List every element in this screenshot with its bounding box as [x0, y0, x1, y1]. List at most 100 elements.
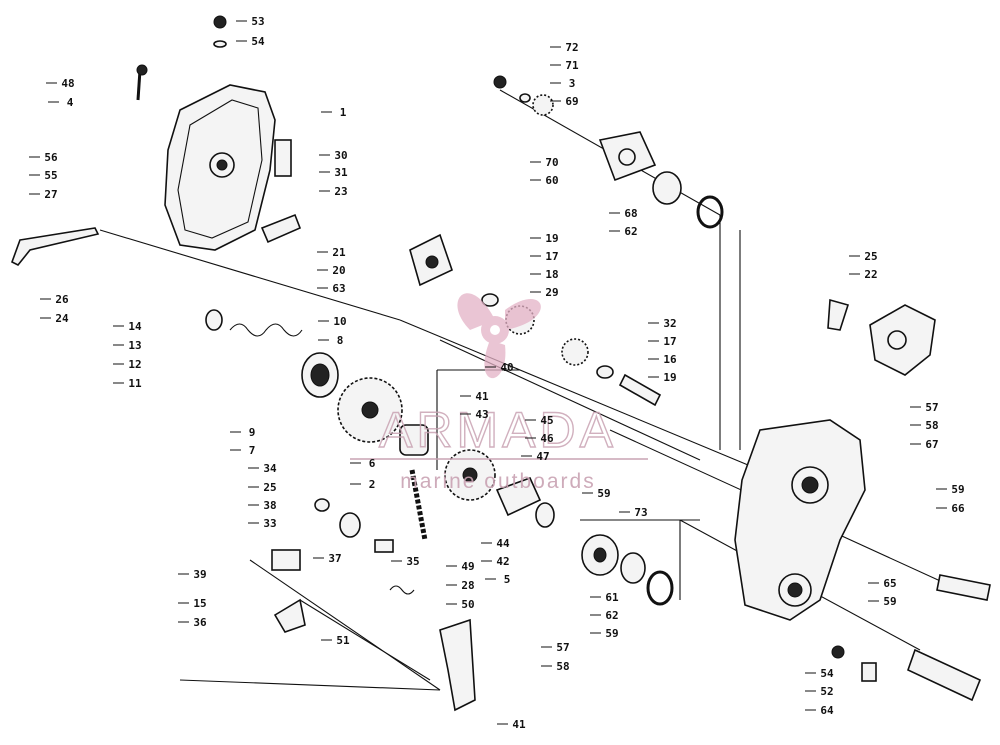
- callout-49: 49: [461, 560, 474, 573]
- callout-56: 56: [44, 151, 58, 164]
- callout-62: 62: [605, 609, 618, 622]
- callout-58: 58: [925, 419, 938, 432]
- callout-3: 3: [569, 77, 576, 90]
- callout-71: 71: [565, 59, 579, 72]
- callout-30: 30: [334, 149, 347, 162]
- callout-44: 44: [496, 537, 510, 550]
- callout-17: 17: [545, 250, 558, 263]
- tensioner-33: [314, 498, 394, 553]
- callout-57: 57: [556, 641, 569, 654]
- callout-45: 45: [540, 414, 553, 427]
- callout-6: 6: [369, 457, 376, 470]
- callout-4: 4: [67, 96, 74, 109]
- callout-25: 25: [864, 250, 877, 263]
- callout-53: 53: [251, 15, 264, 28]
- clamp-36: [273, 598, 306, 633]
- callout-50: 50: [461, 598, 474, 611]
- callout-19: 19: [663, 371, 676, 384]
- callout-40: 40: [500, 361, 513, 374]
- callout-64: 64: [820, 704, 834, 717]
- callout-24: 24: [55, 312, 69, 325]
- callout-22: 22: [864, 268, 877, 281]
- sprocket-6: [399, 424, 429, 456]
- propeller-logo: [457, 293, 541, 379]
- callout-59: 59: [951, 483, 964, 496]
- callout-19: 19: [545, 232, 558, 245]
- callout-52: 52: [820, 685, 833, 698]
- bearing-61: [620, 552, 646, 584]
- callout-5: 5: [504, 573, 511, 586]
- callout-36: 36: [193, 616, 207, 629]
- callout-27: 27: [44, 188, 57, 201]
- callout-51: 51: [336, 634, 350, 647]
- sprocket-32: [561, 338, 614, 379]
- callout-41: 41: [512, 718, 526, 731]
- callout-8: 8: [337, 334, 344, 347]
- callout-31: 31: [334, 166, 348, 179]
- callout-59: 59: [605, 627, 618, 640]
- shaft-end-lower: [907, 648, 982, 702]
- callout-43: 43: [475, 408, 488, 421]
- shaft-16: [618, 373, 662, 407]
- callout-61: 61: [605, 591, 619, 604]
- shaft-end-upper: [936, 574, 991, 601]
- callout-21: 21: [332, 246, 346, 259]
- bolt-48: [136, 64, 148, 101]
- bearing-8: [301, 352, 339, 398]
- callout-67: 67: [925, 438, 938, 451]
- callout-9: 9: [249, 426, 256, 439]
- bracket-23: [260, 213, 302, 244]
- callout-48: 48: [61, 77, 74, 90]
- callout-68: 68: [624, 207, 637, 220]
- main-chaincase-housing: [734, 419, 866, 621]
- callout-66: 66: [951, 502, 965, 515]
- callout-15: 15: [193, 597, 206, 610]
- callout-25: 25: [263, 481, 276, 494]
- callout-58: 58: [556, 660, 569, 673]
- callout-39: 39: [193, 568, 206, 581]
- bolt-52: [831, 645, 877, 682]
- callout-14: 14: [128, 320, 142, 333]
- callout-23: 23: [334, 185, 347, 198]
- callout-34: 34: [263, 462, 277, 475]
- flange-5: [581, 534, 619, 576]
- callout-32: 32: [663, 317, 676, 330]
- callout-17: 17: [663, 335, 676, 348]
- callout-29: 29: [545, 286, 558, 299]
- cam-44: [495, 476, 555, 528]
- callout-63: 63: [332, 282, 345, 295]
- bracket-30: [274, 139, 292, 177]
- o-ring-62-lower: [646, 570, 674, 606]
- watermark: ARMADA marine outboards: [350, 293, 648, 493]
- callout-41: 41: [475, 390, 489, 403]
- callout-numbers: 5354484130312356552721206326241413121110…: [29, 15, 965, 731]
- callout-7: 7: [249, 444, 256, 457]
- callout-46: 46: [540, 432, 554, 445]
- callout-33: 33: [263, 517, 276, 530]
- callout-35: 35: [406, 555, 419, 568]
- callout-11: 11: [128, 377, 142, 390]
- callout-26: 26: [55, 293, 69, 306]
- o-ring-62-upper: [696, 195, 724, 229]
- top-bolt-53: [213, 15, 227, 48]
- lever-24: [11, 227, 100, 267]
- callout-55: 55: [44, 169, 57, 182]
- washer-13: [205, 309, 223, 331]
- callout-1: 1: [340, 106, 347, 119]
- callout-73: 73: [634, 506, 647, 519]
- callout-10: 10: [333, 315, 346, 328]
- callout-20: 20: [332, 264, 345, 277]
- sprocket-2: [444, 449, 496, 501]
- callout-18: 18: [545, 268, 558, 281]
- bearing-flange-60: [598, 131, 657, 182]
- callout-65: 65: [883, 577, 896, 590]
- callout-12: 12: [128, 358, 141, 371]
- spring-28: [389, 585, 415, 595]
- bracket-21: [409, 233, 453, 287]
- callout-69: 69: [565, 95, 578, 108]
- callout-47: 47: [536, 450, 549, 463]
- chaincase-cover: [164, 84, 276, 251]
- watermark-tagline: marine outboards: [400, 470, 595, 493]
